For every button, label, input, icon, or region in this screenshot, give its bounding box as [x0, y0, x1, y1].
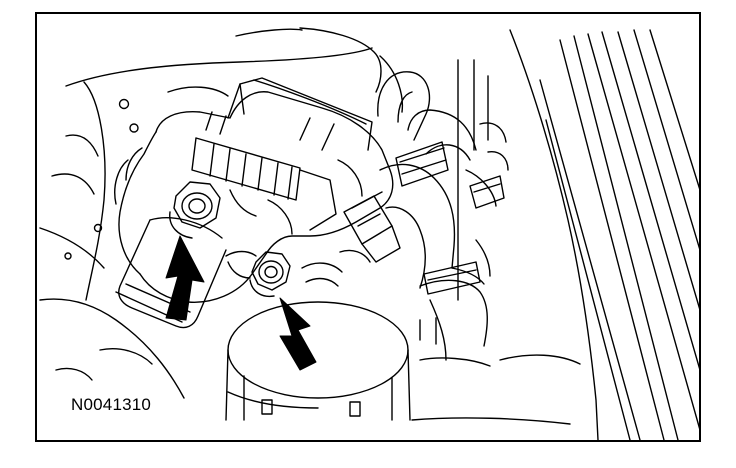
figure-frame: [35, 12, 701, 442]
filter-canister: [225, 301, 411, 421]
electrical-connector: [343, 191, 401, 263]
callout-arrow-upper: [165, 235, 205, 321]
coolant-hoses: [377, 59, 509, 361]
upper-bolt: [169, 181, 221, 239]
arrow-icon: [279, 297, 317, 371]
engine-block: [39, 27, 404, 399]
coolant-housing: [114, 77, 394, 303]
radiator-panel: [411, 29, 700, 441]
lower-bolt: [225, 250, 291, 298]
figure-id-label: N0041310: [71, 395, 152, 414]
arrow-icon: [165, 235, 205, 321]
callout-arrow-lower: [279, 297, 317, 371]
misc-details: [55, 249, 437, 381]
